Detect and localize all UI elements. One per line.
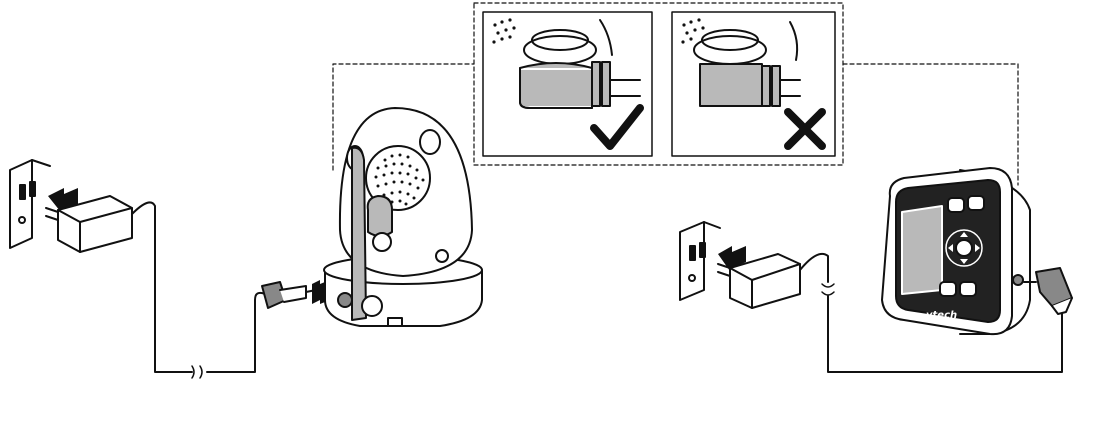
parent-unit-power-cable xyxy=(799,252,829,283)
power-adapter-left xyxy=(45,195,133,253)
wall-outlet-right xyxy=(679,221,721,301)
power-adapter-right xyxy=(717,253,801,309)
check-mark-icon xyxy=(590,104,644,150)
video-button xyxy=(939,281,957,297)
camera-dc-plug xyxy=(261,281,317,309)
insert-arrow-right xyxy=(718,246,746,274)
baby-camera xyxy=(323,107,483,327)
cross-mark-icon xyxy=(784,108,826,150)
correct-connection-inset xyxy=(482,11,653,157)
talk-button xyxy=(947,197,965,213)
callout-lines xyxy=(332,2,1019,186)
camera-power-cable xyxy=(131,201,193,373)
parent-unit: vtech xyxy=(881,167,1031,336)
incorrect-connection-inset xyxy=(671,11,836,157)
insert-arrow-left xyxy=(48,188,78,216)
wall-outlet-left xyxy=(9,159,51,249)
power-button xyxy=(959,281,977,297)
parent-unit-dc-plug xyxy=(1023,267,1073,315)
menu-button xyxy=(967,195,985,211)
brand-logo: vtech xyxy=(926,310,957,321)
speaker-grille-icon xyxy=(374,153,425,206)
parent-unit-screen xyxy=(901,205,943,295)
